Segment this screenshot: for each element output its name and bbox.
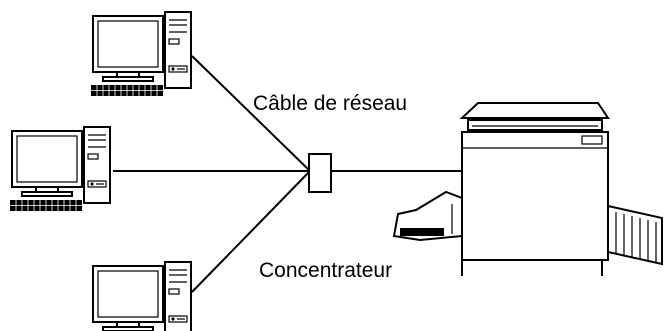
cable-label: Câble de réseau <box>253 92 407 115</box>
cable-bottom-computer <box>191 170 311 293</box>
computer-icon <box>90 261 192 331</box>
cable-top-computer <box>191 55 311 172</box>
hub-icon <box>308 153 332 193</box>
printer-icon <box>392 102 663 276</box>
computer-icon <box>90 11 192 97</box>
computer-icon <box>9 126 111 212</box>
network-cables <box>113 55 462 293</box>
hub-label: Concentrateur <box>259 259 392 282</box>
